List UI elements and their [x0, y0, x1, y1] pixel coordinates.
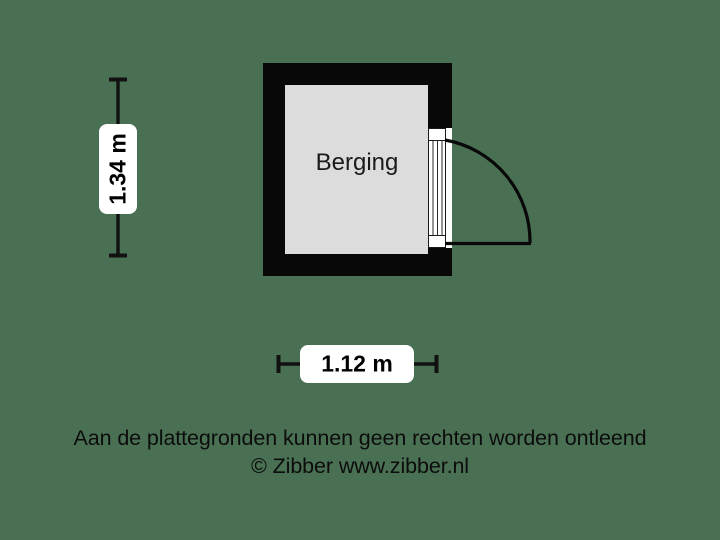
- room-interior-fill: [285, 85, 428, 254]
- door-panel: [428, 128, 446, 248]
- door-swing-arc: [444, 138, 532, 246]
- footer-disclaimer-line: Aan de plattegronden kunnen geen rechten…: [73, 426, 647, 450]
- footer-disclaimer: Aan de plattegronden kunnen geen rechten…: [0, 424, 720, 480]
- footer-copyright-line: © Zibber www.zibber.nl: [251, 454, 469, 478]
- height-dimension-label: 1.34 m: [99, 124, 137, 214]
- width-dimension-value: 1.12 m: [321, 350, 393, 377]
- height-dimension-value: 1.34 m: [104, 133, 131, 205]
- width-dimension-label: 1.12 m: [300, 345, 414, 383]
